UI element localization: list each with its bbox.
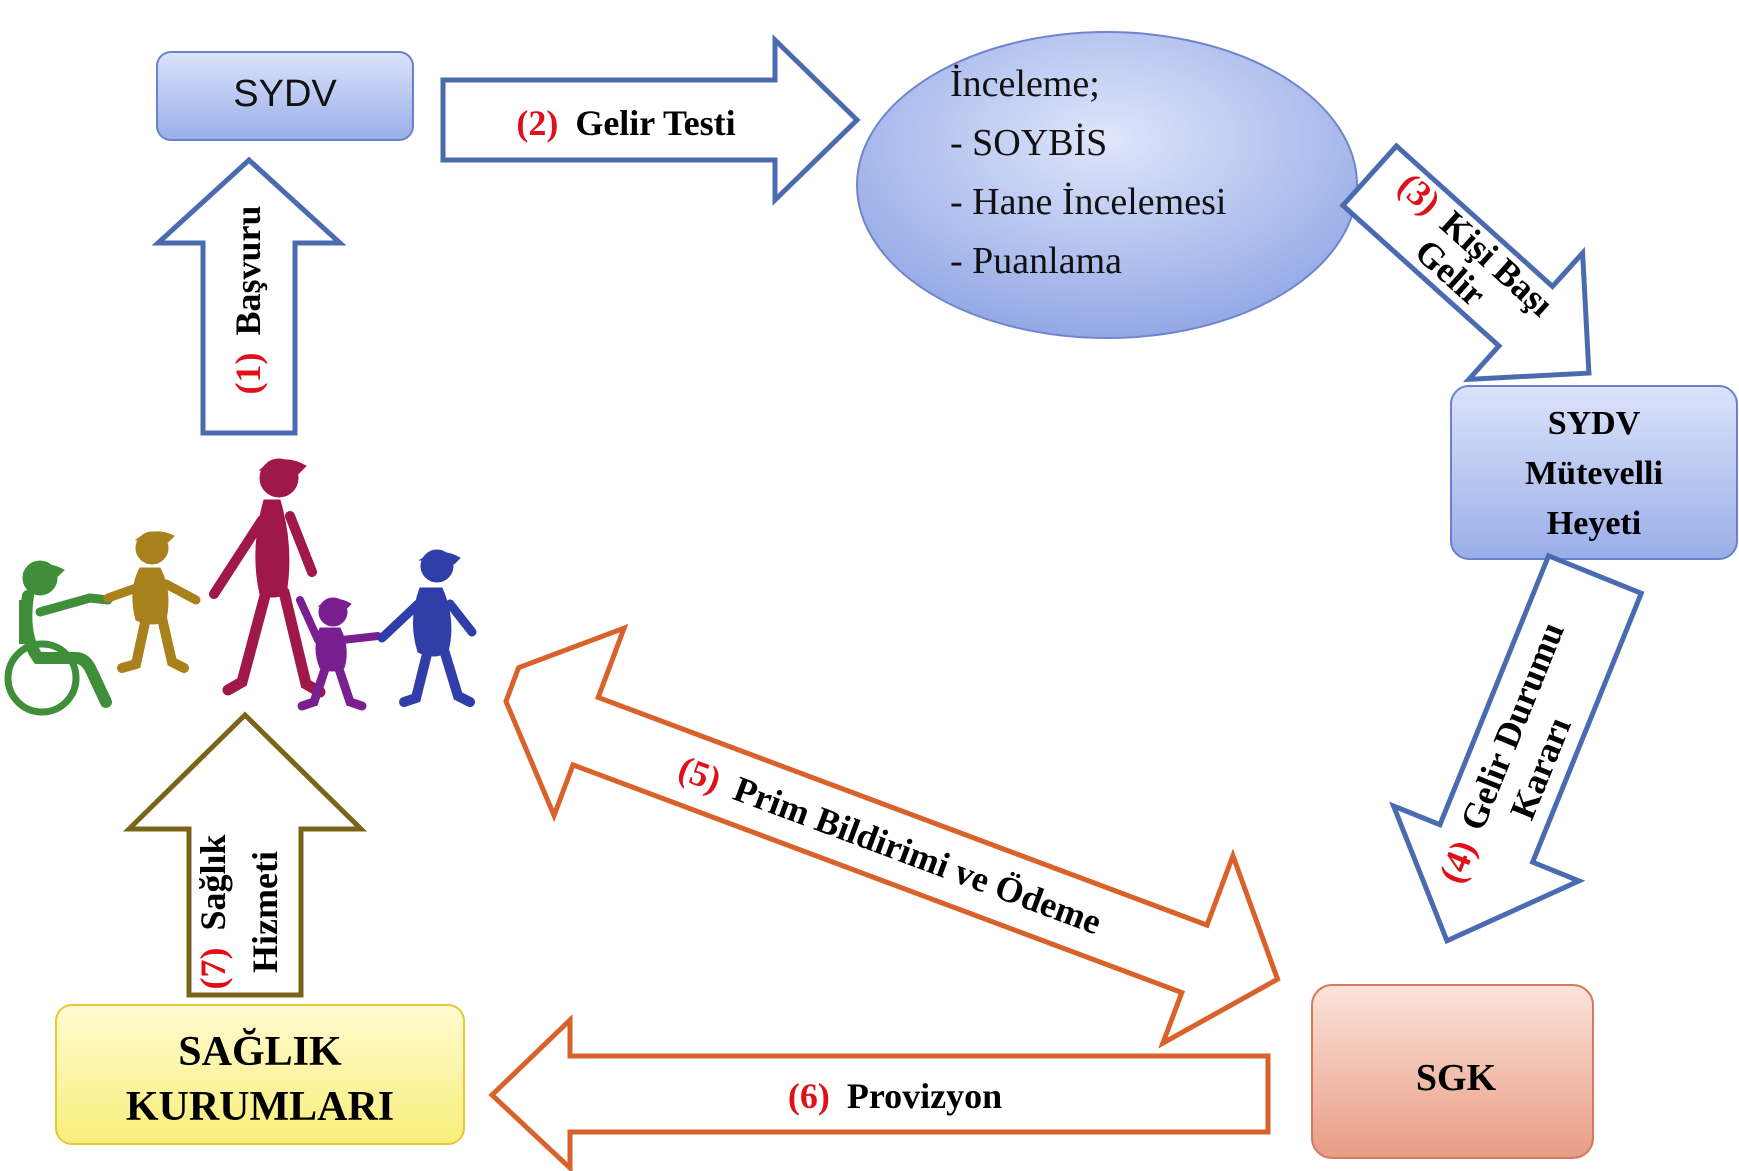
saglik-line2: KURUMLARI (126, 1084, 394, 1130)
arrow-5-label: Prim Bildirimi ve Ödeme (728, 768, 1106, 942)
arrow-6-label: Provizyon (847, 1076, 1002, 1116)
heyet-line1: SYDV (1548, 405, 1641, 442)
svg-text:(7) Sağlık: (7) Sağlık (193, 834, 233, 989)
svg-text:(1) Başvuru: (1) Başvuru (228, 205, 268, 394)
brown-person-icon (103, 531, 201, 673)
heyet-line2: Mütevelli (1525, 455, 1663, 492)
sgk-node: SGK (1311, 984, 1594, 1159)
inceleme-item-hane: - Hane İncelemesi (950, 181, 1226, 223)
sydv-heyet-node: SYDV Mütevelli Heyeti (1450, 385, 1738, 560)
sgk-label: SGK (1416, 1057, 1497, 1099)
wheelchair-person-icon (4, 560, 113, 716)
svg-text:(2) Gelir Testi: (2) Gelir Testi (516, 103, 735, 143)
heyet-line3: Heyeti (1547, 505, 1641, 542)
sydv-node: SYDV (156, 51, 414, 141)
blue-person-icon (377, 549, 477, 707)
arrow-2-number: (2) (516, 103, 558, 143)
family-holding-hands-icon (4, 458, 477, 716)
sydv-label: SYDV (233, 73, 337, 115)
arrow-7-saglik-hizmeti: (7) Sağlık Hizmeti (122, 711, 368, 998)
arrow-2-gelir-testi: (2) Gelir Testi (440, 34, 861, 206)
arrow-7-number: (7) (193, 948, 233, 990)
svg-text:(6) Provizyon: (6) Provizyon (788, 1076, 1002, 1116)
inceleme-item-soybis: - SOYBİS (950, 122, 1107, 164)
saglik-line1: SAĞLIK (178, 1028, 342, 1075)
arrow-1-basvuru: (1) Başvuru (151, 156, 347, 436)
inceleme-item-puanlama: - Puanlama (950, 240, 1122, 282)
arrow-1-number: (1) (228, 353, 268, 395)
svg-text:(5) Prim Bildirimi ve: (5) Prim Bildirimi ve Ödeme (673, 748, 1107, 942)
arrow-6-provizyon: (6) Provizyon (488, 1014, 1271, 1171)
arrow-5-prim-bildirimi: (5) Prim Bildirimi ve Ödeme (503, 623, 1281, 1049)
saglik-kurumlari-node: SAĞLIK KURUMLARI (55, 1004, 465, 1145)
inceleme-ellipse: İnceleme; - SOYBİS - Hane İncelemesi - P… (856, 31, 1358, 339)
arrow-4-gelir-durumu-karari: (4) Gelir Durumu Kararı (1389, 552, 1645, 945)
tall-person-icon (209, 458, 326, 698)
arrow-7-line2: Hizmeti (245, 851, 285, 973)
inceleme-title: İnceleme; (950, 63, 1100, 105)
arrow-6-number: (6) (788, 1076, 830, 1116)
child-person-icon (296, 596, 382, 711)
arrow-2-label: Gelir Testi (575, 103, 735, 143)
arrow-7-line1: Sağlık (193, 834, 233, 930)
arrow-1-label: Başvuru (228, 205, 268, 335)
